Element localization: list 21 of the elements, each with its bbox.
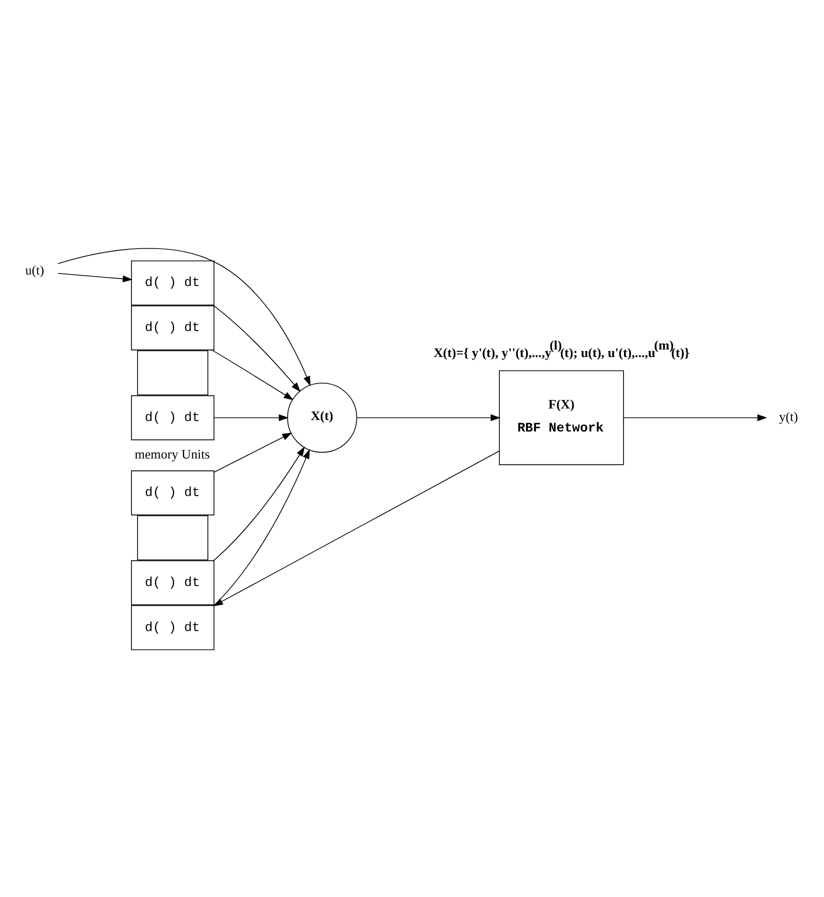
arrow	[356, 414, 500, 421]
arrow	[214, 414, 289, 421]
arrow	[212, 304, 301, 392]
node-box: d( ) dt	[131, 560, 214, 605]
node-box: d( ) dt	[131, 260, 214, 305]
arrow	[212, 349, 294, 400]
arrow	[214, 432, 292, 472]
node-text: y(t)	[779, 408, 798, 424]
arrow	[623, 414, 768, 421]
node-box: d( ) dt	[131, 604, 214, 650]
node-box	[137, 350, 208, 395]
label: memory Units	[134, 446, 210, 461]
arrow	[58, 248, 310, 386]
arrow	[58, 272, 133, 282]
node-box: d( ) dt	[131, 470, 214, 515]
node-box	[137, 514, 208, 560]
node-text: u(t)	[25, 262, 44, 278]
node-box: d( ) dt	[131, 394, 214, 440]
node-box: F(X) RBF Network	[498, 370, 624, 465]
node-box: d( ) dt	[131, 304, 214, 350]
arrow	[212, 446, 305, 561]
